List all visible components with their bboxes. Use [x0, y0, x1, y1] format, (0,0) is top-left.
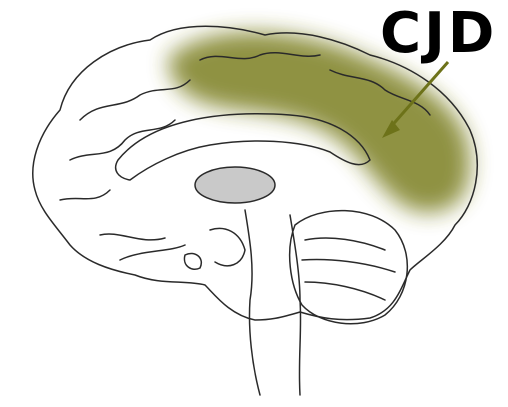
cjd-label: CJD	[380, 4, 497, 64]
thalamus	[195, 167, 275, 203]
brainstem	[245, 210, 301, 395]
